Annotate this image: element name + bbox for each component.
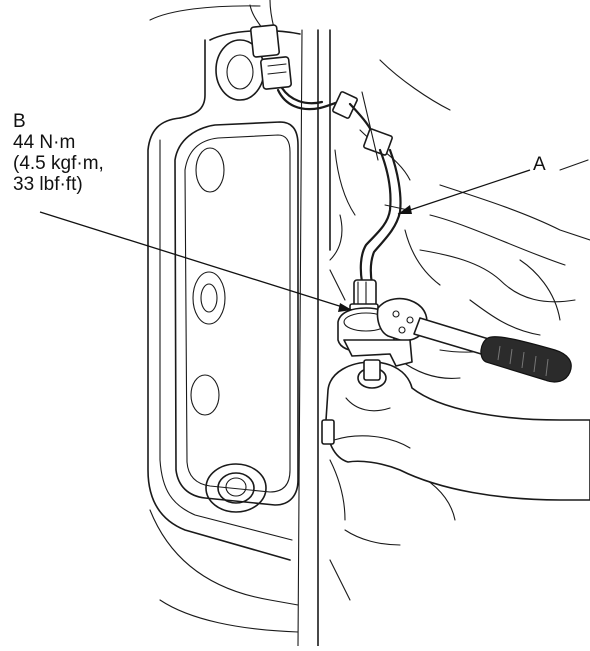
leader-lines — [39, 169, 531, 312]
wrench-grip-icon — [480, 336, 572, 383]
callout-a-label: A — [533, 154, 546, 175]
connector-upper-icon — [250, 24, 280, 58]
ratchet-wrench-handle — [413, 317, 493, 357]
engine-background — [329, 59, 590, 601]
sensor-and-wrench — [337, 279, 572, 383]
wire-harness — [249, 0, 409, 286]
callout-a-letter: A — [533, 154, 546, 175]
harness-clip-icon — [332, 91, 358, 119]
callout-b-torque-nm: 44 N·m — [13, 132, 76, 153]
exhaust-pipe — [321, 359, 590, 501]
callout-b-label: B 44 N·m (4.5 kgf·m, 33 lbf·ft) — [13, 111, 104, 195]
body-panel — [147, 5, 331, 647]
callout-b-torque-lbf: 33 lbf·ft) — [13, 174, 83, 195]
callout-b-letter: B — [13, 111, 26, 132]
harness-bracket-icon — [363, 128, 393, 156]
callout-b-torque-kgf: (4.5 kgf·m, — [13, 153, 104, 174]
leader-line-b — [39, 211, 353, 311]
oxygen-sensor-icon — [353, 279, 377, 307]
mount-stud-icon — [363, 359, 381, 381]
leader-line-a — [397, 169, 531, 215]
